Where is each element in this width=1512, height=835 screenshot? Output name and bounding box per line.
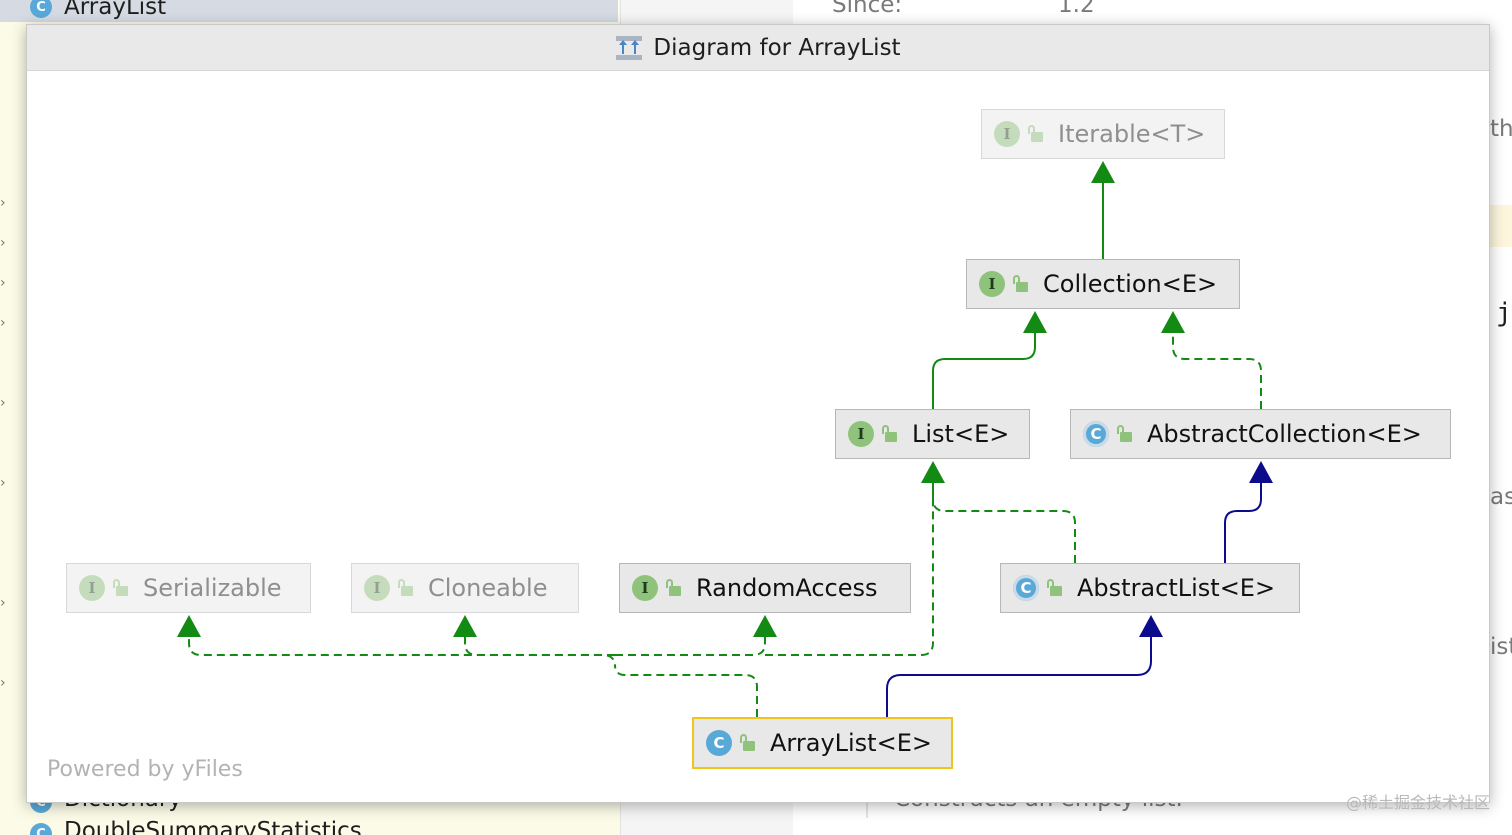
tree-expand-icon[interactable]: ›	[0, 395, 6, 411]
node-label: AbstractList<E>	[1077, 574, 1276, 602]
doc-fragment: ist	[1490, 634, 1512, 660]
tree-expand-icon[interactable]: ›	[0, 235, 6, 251]
node-randomaccess[interactable]: I RandomAccess	[619, 563, 911, 613]
interface-icon: I	[979, 271, 1005, 297]
doc-highlight-strip	[1490, 205, 1512, 247]
tree-expand-icon[interactable]: ›	[0, 595, 6, 611]
node-label: ArrayList<E>	[770, 729, 932, 757]
node-label: Cloneable	[428, 574, 548, 602]
interface-icon: I	[364, 575, 390, 601]
edge-arraylist-list	[765, 483, 934, 656]
edge-arraylist-cloneable	[464, 637, 615, 656]
arrowhead	[453, 615, 477, 637]
node-label: Serializable	[143, 574, 282, 602]
tree-expand-icon[interactable]: ›	[0, 195, 6, 211]
tree-expand-icon[interactable]: ›	[0, 675, 6, 691]
arrowhead	[1091, 161, 1115, 183]
watermark: @稀土掘金技术社区	[1345, 793, 1490, 812]
popup-title-bar[interactable]: Diagram for ArrayList	[27, 25, 1489, 71]
arrowhead	[177, 615, 201, 637]
abstract-class-icon: C	[1013, 575, 1039, 601]
arrowhead	[921, 461, 945, 483]
doc-fragment: j	[1496, 298, 1512, 328]
arrowhead	[1139, 615, 1163, 637]
public-visibility-icon	[666, 579, 682, 597]
node-collection[interactable]: I Collection<E>	[966, 259, 1240, 309]
edge-abstractlist-list	[932, 483, 1076, 563]
tree-item-arraylist[interactable]: ArrayList	[64, 0, 167, 20]
tree-expand-icon[interactable]: ›	[0, 315, 6, 331]
doc-fragment: as	[1490, 484, 1512, 510]
doc-since-value: 1.2	[1058, 0, 1095, 18]
node-label: Iterable<T>	[1058, 120, 1206, 148]
project-tree-selected-row[interactable]	[0, 0, 618, 22]
edge-abstractlist-abstractcollection	[1224, 483, 1262, 563]
class-icon: C	[30, 0, 52, 18]
node-cloneable[interactable]: I Cloneable	[351, 563, 579, 613]
arrowhead	[1249, 461, 1273, 483]
arrowhead	[1161, 311, 1185, 333]
diagram-icon	[616, 35, 643, 60]
edge-arraylist-implements	[188, 637, 758, 717]
node-label: List<E>	[912, 420, 1010, 448]
public-visibility-icon	[398, 579, 414, 597]
interface-icon: I	[79, 575, 105, 601]
edge-arraylist-abstractlist	[886, 637, 1152, 717]
node-label: AbstractCollection<E>	[1147, 420, 1422, 448]
class-icon: C	[30, 823, 52, 835]
node-iterable[interactable]: I Iterable<T>	[981, 109, 1225, 159]
public-visibility-icon	[1047, 579, 1063, 597]
tree-expand-icon[interactable]: ›	[0, 275, 6, 291]
popup-title: Diagram for ArrayList	[653, 34, 901, 61]
node-arraylist[interactable]: C ArrayList<E>	[692, 717, 953, 769]
public-visibility-icon	[113, 579, 129, 597]
interface-icon: I	[994, 121, 1020, 147]
public-visibility-icon	[1013, 275, 1029, 293]
tree-item-doublesummarystatistics[interactable]: DoubleSummaryStatistics	[64, 818, 362, 835]
powered-by-label: Powered by yFiles	[47, 757, 243, 782]
interface-icon: I	[848, 421, 874, 447]
diagram-popup: Diagram for ArrayList	[26, 24, 1490, 803]
public-visibility-icon	[1028, 125, 1044, 143]
node-label: Collection<E>	[1043, 270, 1218, 298]
public-visibility-icon	[740, 734, 756, 752]
node-abstractcollection[interactable]: C AbstractCollection<E>	[1070, 409, 1451, 459]
abstract-class-icon: C	[1083, 421, 1109, 447]
arrowhead	[753, 615, 777, 637]
node-label: RandomAccess	[696, 574, 878, 602]
arrowhead	[1023, 311, 1047, 333]
node-list[interactable]: I List<E>	[835, 409, 1030, 459]
node-abstractlist[interactable]: C AbstractList<E>	[1000, 563, 1300, 613]
edge-abstractcollection-collection	[1172, 331, 1262, 409]
interface-icon: I	[632, 575, 658, 601]
tree-expand-icon[interactable]: ›	[0, 475, 6, 491]
public-visibility-icon	[882, 425, 898, 443]
doc-since-label: Since:	[832, 0, 903, 18]
doc-fragment: th	[1490, 116, 1512, 142]
diagram-edges	[177, 161, 1273, 717]
node-serializable[interactable]: I Serializable	[66, 563, 311, 613]
edge-arraylist-randomaccess	[615, 637, 766, 656]
class-icon: C	[706, 730, 732, 756]
edge-list-collection	[932, 331, 1036, 409]
public-visibility-icon	[1117, 425, 1133, 443]
